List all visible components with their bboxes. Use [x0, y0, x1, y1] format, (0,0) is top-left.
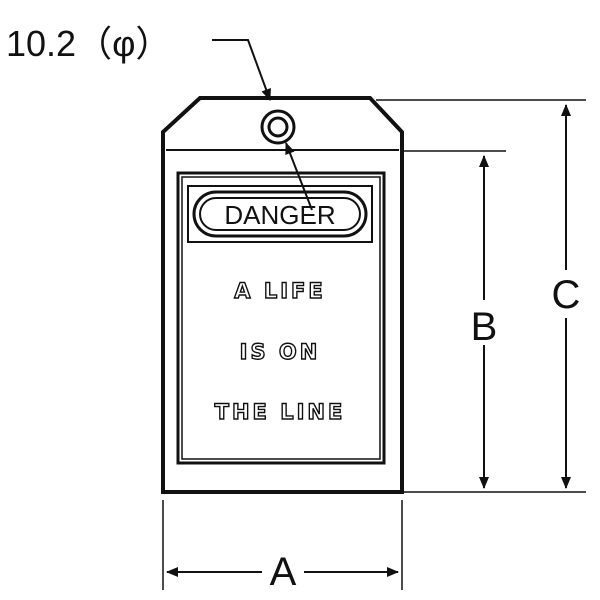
grommet-outer — [260, 109, 296, 145]
tag-outline — [161, 96, 404, 494]
danger-oval-inner — [199, 197, 361, 231]
tag-panel-outer — [176, 171, 386, 465]
dimension-b-label: B — [471, 305, 498, 349]
hole-diameter-label: 10.2（φ） — [6, 23, 171, 64]
danger-header-text: DANGER — [224, 200, 335, 230]
tag-panel-inner — [181, 176, 381, 460]
tag-message-line-3: THE LINE — [215, 400, 346, 424]
danger-header-box — [187, 185, 373, 243]
tag-message-line-1: A LIFE — [234, 279, 325, 303]
grommet-inner — [267, 116, 289, 138]
tag-message-line-2: IS ON — [240, 340, 321, 364]
hole-leader-line — [212, 39, 271, 101]
grommet-pointer-line — [285, 142, 313, 211]
dimension-c-label: C — [552, 273, 581, 317]
danger-oval-outer — [192, 190, 368, 238]
dimension-a-label: A — [270, 550, 297, 594]
